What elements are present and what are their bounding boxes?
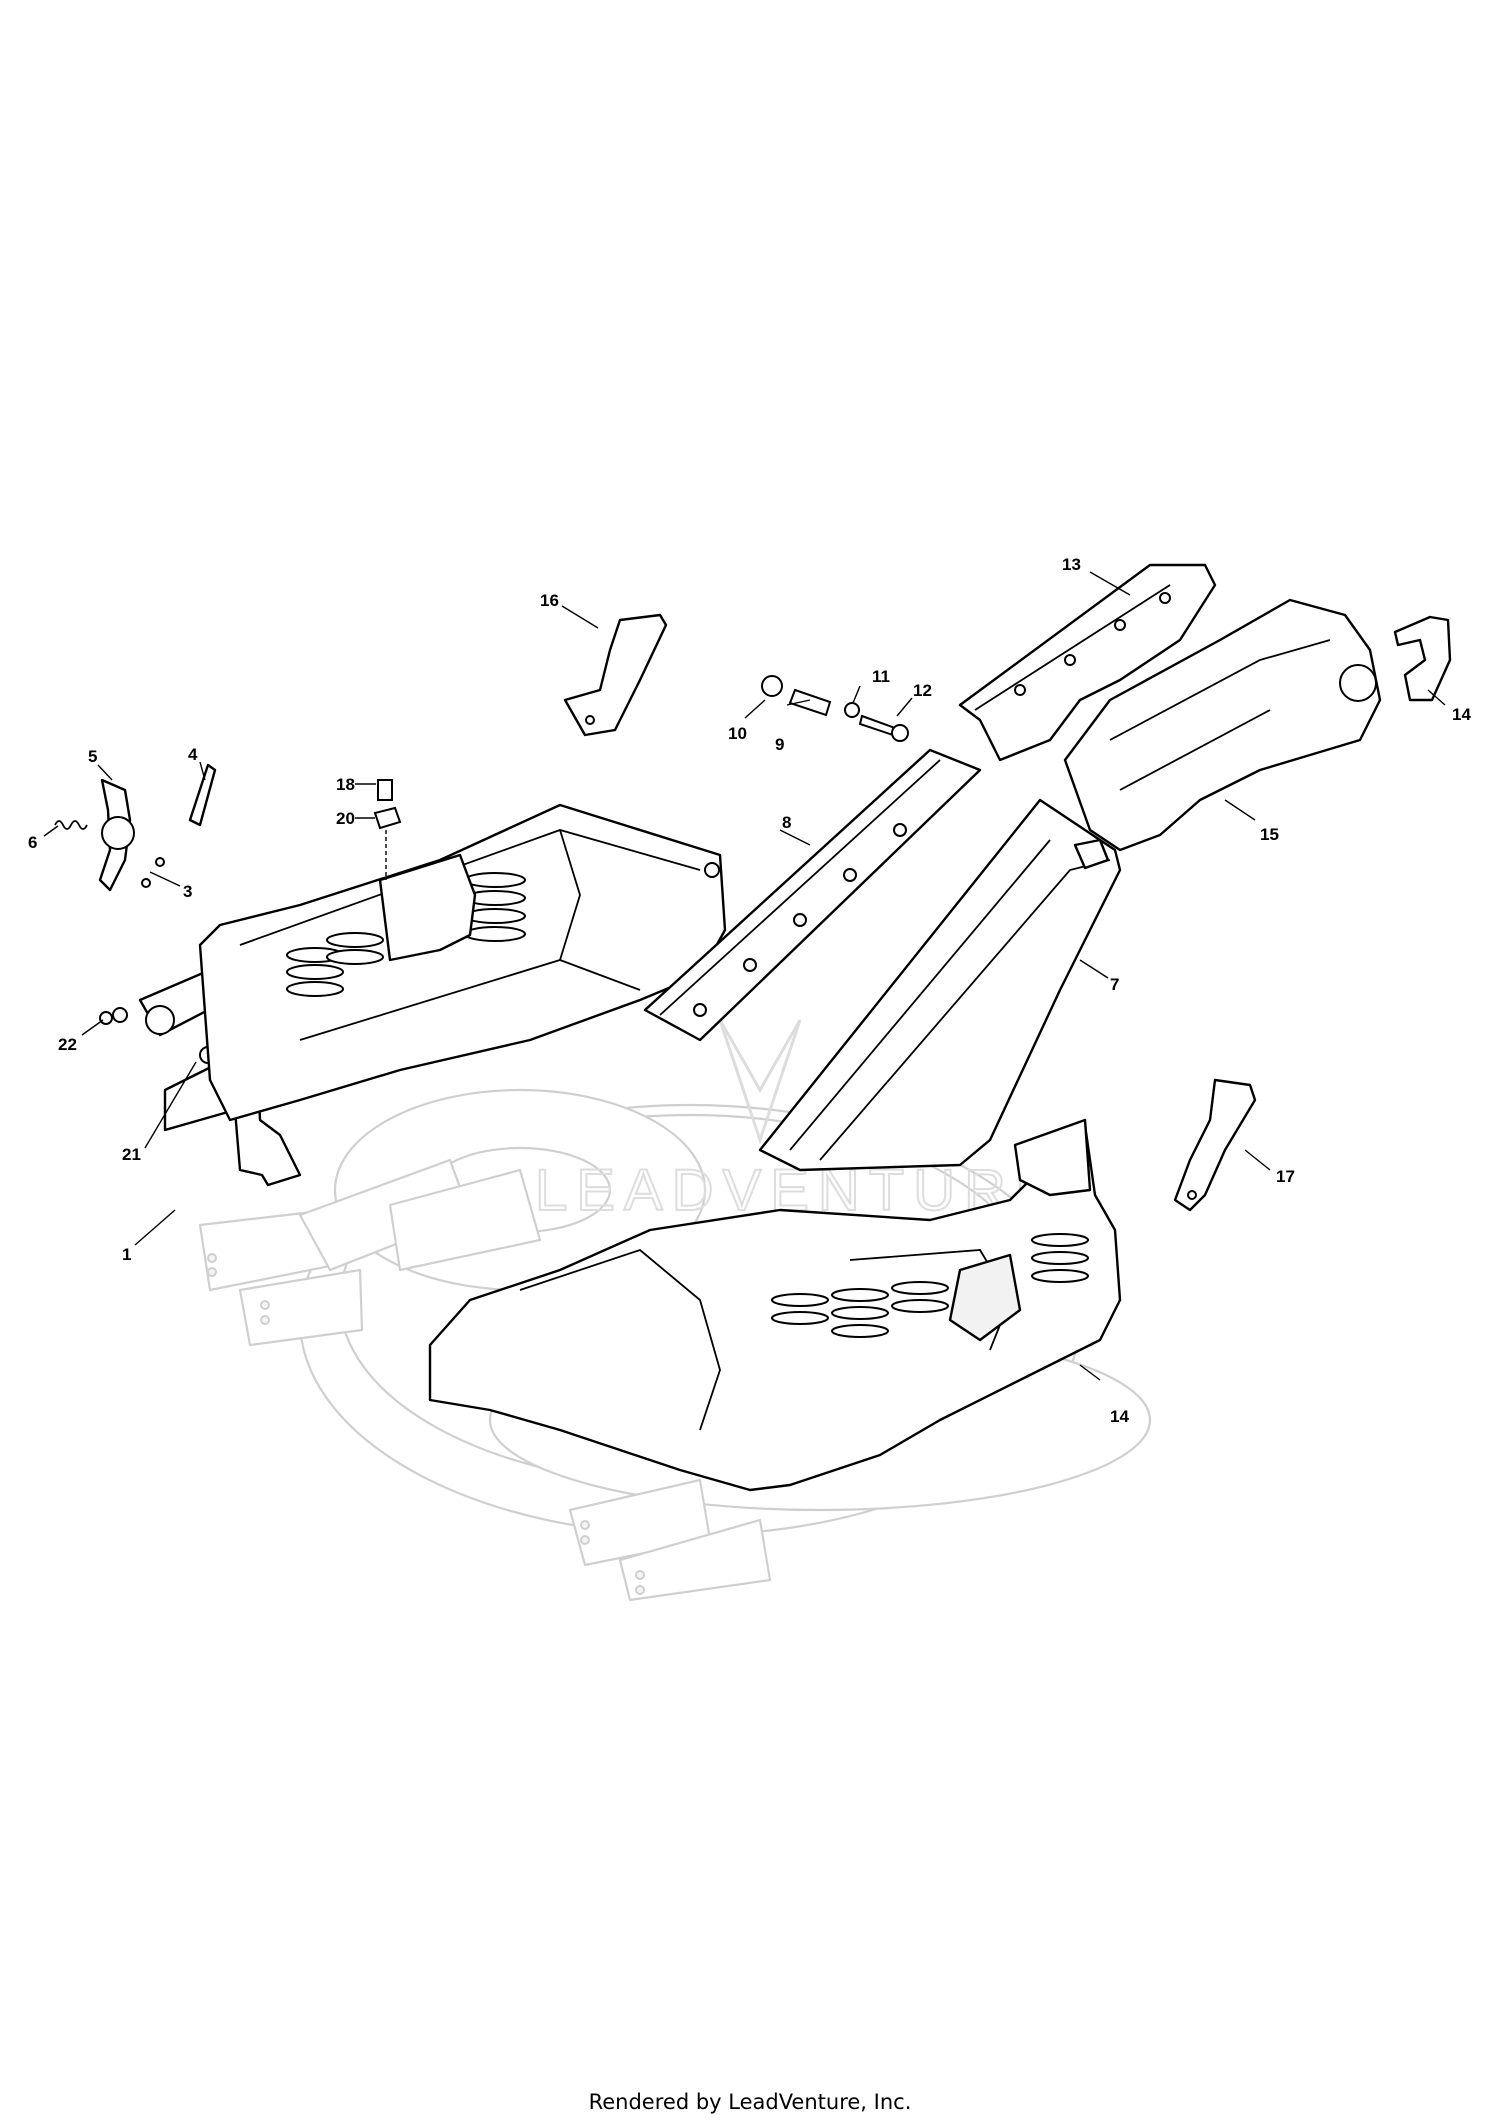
callout-11: 11 xyxy=(872,667,890,686)
callout-9: 9 xyxy=(775,735,784,754)
callout-15: 15 xyxy=(1260,825,1279,844)
part-20-clip xyxy=(373,806,402,830)
callout-12: 12 xyxy=(913,681,932,700)
callout-18: 18 xyxy=(336,775,355,794)
callout-14-bottom: 14 xyxy=(1110,1407,1129,1426)
part-8-hinge-pins xyxy=(693,823,907,1017)
pivot-hole xyxy=(145,1005,175,1035)
part-9-spacer xyxy=(788,688,832,717)
leader-lines xyxy=(43,571,1446,1381)
part-14-latch xyxy=(1393,615,1452,702)
callout-16: 16 xyxy=(540,591,559,610)
part-12-bolt xyxy=(858,714,897,737)
part-22-screw xyxy=(112,1007,128,1023)
callout-8: 8 xyxy=(782,813,791,832)
part-13-clips xyxy=(1014,592,1171,696)
part-13-upper-cover xyxy=(958,563,1217,762)
callout-14-top: 14 xyxy=(1452,705,1471,724)
callout-7: 7 xyxy=(1110,975,1119,994)
left-housing xyxy=(198,803,727,1122)
callout-21: 21 xyxy=(122,1145,141,1164)
callout-10: 10 xyxy=(728,724,747,743)
callout-labels: 1 3 4 5 6 7 8 9 10 11 12 13 14 14 15 16 … xyxy=(28,555,1471,1426)
rendered-by-credit: Rendered by LeadVenture, Inc. xyxy=(588,2090,912,2114)
part-15-spout xyxy=(1339,664,1377,702)
part-18-bolt xyxy=(377,779,393,801)
part-8-deflector xyxy=(643,748,982,1042)
callout-5: 5 xyxy=(88,747,97,766)
callout-3: 3 xyxy=(183,882,192,901)
part-16-bracket xyxy=(563,613,668,737)
part-3-screw xyxy=(155,857,165,867)
part-11-washer xyxy=(844,702,860,718)
callout-17: 17 xyxy=(1276,1167,1295,1186)
part-6-spring xyxy=(54,820,88,830)
callout-13: 13 xyxy=(1062,555,1081,574)
callout-6: 6 xyxy=(28,833,37,852)
part-15-bag-adapter xyxy=(1063,598,1382,852)
part-4-rod xyxy=(188,763,217,827)
part-10-nut xyxy=(761,675,783,697)
callout-1: 1 xyxy=(122,1245,131,1264)
part-17-bracket xyxy=(1173,1078,1257,1212)
callout-20: 20 xyxy=(336,809,355,828)
callout-4: 4 xyxy=(188,745,198,764)
part-14-front-housing xyxy=(428,1118,1122,1492)
callout-22: 22 xyxy=(58,1035,77,1054)
small-hardware xyxy=(54,675,909,1025)
